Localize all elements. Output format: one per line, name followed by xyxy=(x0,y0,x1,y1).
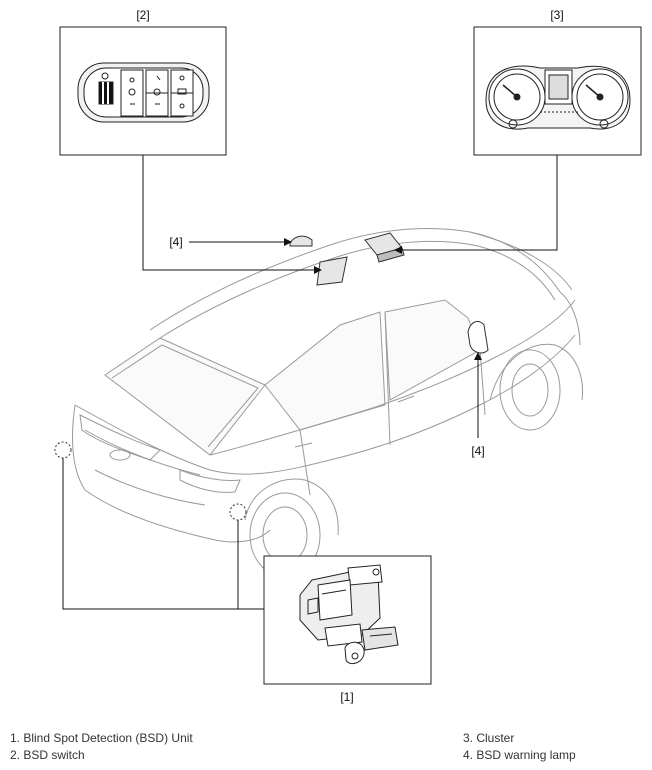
callout-1-label: [1] xyxy=(340,690,353,704)
roof-parts xyxy=(289,232,405,286)
bsd-switch-panel-icon xyxy=(77,62,210,123)
legend-right-column: 3. Cluster 4. BSD warning lamp xyxy=(463,730,576,764)
callout-2-label: [2] xyxy=(136,8,149,22)
legend-item: 2. BSD switch xyxy=(10,748,85,762)
legend-left-column: 1. Blind Spot Detection (BSD) Unit 2. BS… xyxy=(10,730,193,764)
car-outline-icon xyxy=(71,227,584,578)
callout-4-top-label: [4] xyxy=(169,235,182,249)
bsd-sensor-unit-icon xyxy=(299,564,399,665)
arrowheads xyxy=(284,238,482,360)
instrument-cluster-icon xyxy=(485,65,631,130)
callout-4-right-label: [4] xyxy=(471,444,484,458)
bsd-sensor-left-marker xyxy=(54,441,72,459)
bsd-sensor-right-marker xyxy=(229,503,247,521)
leader-lines xyxy=(62,155,558,610)
component-location-diagram: [2] [3] [4] [4] [1] xyxy=(54,8,642,704)
legend-item: 1. Blind Spot Detection (BSD) Unit xyxy=(10,731,193,745)
callout-3-label: [3] xyxy=(550,8,563,22)
legend-item: 3. Cluster xyxy=(463,731,515,745)
legend-item: 4. BSD warning lamp xyxy=(463,748,576,762)
